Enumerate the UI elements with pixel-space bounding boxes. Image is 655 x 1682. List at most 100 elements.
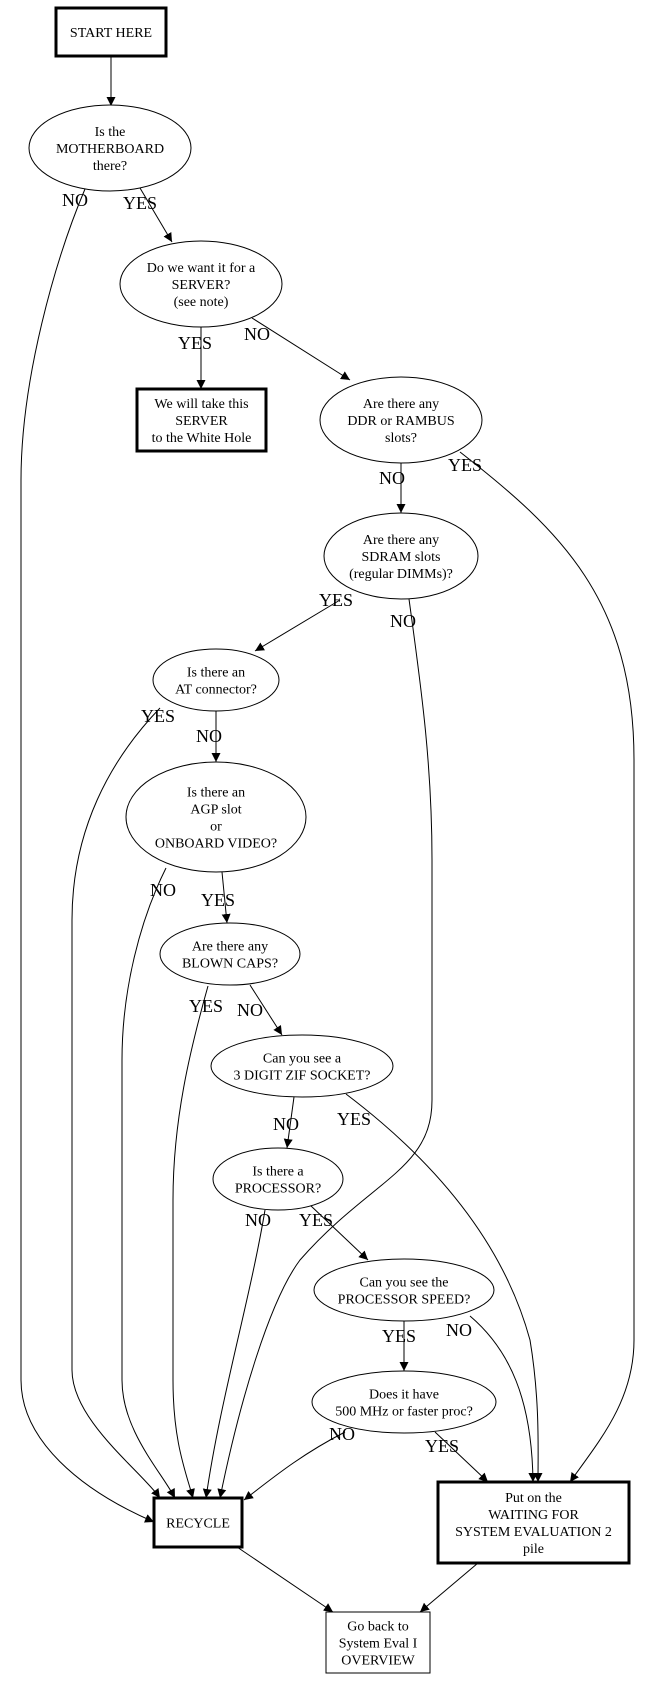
node-text-line: SERVER (175, 414, 228, 429)
decision-ellipse (319, 376, 483, 464)
edge-label-yes: YES (201, 890, 235, 910)
edge-label-yes: YES (425, 1436, 459, 1456)
node-text-line: 500 MHz or faster proc? (335, 1405, 473, 1420)
node-text-line: ONBOARD VIDEO? (155, 837, 277, 852)
decision-ellipse (313, 1258, 495, 1322)
decision-ellipse (323, 512, 479, 600)
terminal-box (436, 1480, 631, 1565)
node-text-line: SDRAM slots (362, 550, 441, 565)
edge-speed-to-waiting (469, 1315, 538, 1483)
node-text-line: Are there any (363, 533, 439, 548)
edge-caps-to-zif (249, 984, 283, 1036)
edge-label-no: NO (329, 1424, 355, 1444)
node-text-line: BLOWN CAPS? (182, 957, 278, 972)
edge-at-to-recycle (71, 707, 161, 1499)
node-text-line: Can you see the (359, 1276, 448, 1291)
node-text-line: Is there an (187, 786, 245, 801)
node-text-line: PROCESSOR SPEED? (338, 1293, 471, 1308)
edge-label-no: NO (150, 880, 176, 900)
edge-label-yes: YES (141, 706, 175, 726)
edge-label-no: NO (273, 1114, 299, 1134)
node-start: START HERE (54, 6, 168, 58)
edge-label-no: NO (390, 611, 416, 631)
edge-processor-to-speed (309, 1204, 369, 1261)
node-text-line: MOTHERBOARD (56, 142, 164, 157)
node-text-line: (regular DIMMs)? (349, 567, 453, 582)
node-text-line: AGP slot (190, 803, 241, 818)
node-text-line: there? (93, 159, 127, 174)
decision-ellipse (125, 761, 307, 873)
node-text-line: 3 DIGIT ZIF SOCKET? (233, 1069, 370, 1084)
node-text-line: Put on the (505, 1491, 562, 1506)
edge-sdram-to-at (254, 599, 341, 652)
node-text-line: DDR or RAMBUS (347, 414, 454, 429)
terminal-box (135, 387, 268, 453)
edge-processor-to-recycle (202, 1209, 266, 1499)
edge-label-no: NO (237, 1000, 263, 1020)
node-text-line: SYSTEM EVALUATION 2 (455, 1525, 612, 1540)
decision-ellipse (311, 1370, 497, 1434)
decision-ellipse (212, 1147, 344, 1211)
edges-layer (20, 56, 635, 1613)
edge-label-no: NO (196, 726, 222, 746)
node-text-line: We will take this (154, 397, 248, 412)
node-text-line: WAITING FOR (488, 1508, 579, 1523)
edge-sdram-to-recycle (217, 598, 433, 1499)
node-text-line: (see note) (174, 295, 229, 310)
edge-agp-to-caps (221, 871, 231, 924)
node-text-line: slots? (385, 431, 417, 446)
edge-label-yes: YES (382, 1326, 416, 1346)
node-zif: Can you see a 3 DIGIT ZIF SOCKET? (210, 1034, 394, 1098)
node-text-line: or (210, 820, 222, 835)
edge-waiting-to-goback (419, 1562, 479, 1613)
edge-motherboard-to-recycle (20, 188, 155, 1523)
edge-recycle-to-goback (236, 1546, 334, 1613)
node-recycle: RECYCLE (152, 1496, 244, 1549)
edge-labels-layer: NO YES YES NO NO YES NO YES YES NO NO YES YES NO NO YES… (62, 190, 482, 1456)
node-text-line: Can you see a (263, 1052, 342, 1067)
node-text-line: PROCESSOR? (235, 1182, 321, 1197)
edge-label-yes: YES (319, 590, 353, 610)
decision-ellipse (119, 240, 283, 328)
node-text-line: START HERE (70, 26, 152, 41)
terminal-box (54, 6, 168, 58)
node-text-line: Do we want it for a (147, 261, 256, 276)
node-text-line: AT connector? (175, 683, 257, 698)
edge-label-yes: YES (299, 1210, 333, 1230)
edge-label-no: NO (379, 468, 405, 488)
node-at: Is there an AT connector? (152, 648, 280, 712)
decision-ellipse (210, 1034, 394, 1098)
edge-mhz-to-recycle (243, 1431, 346, 1501)
node-text-line: Are there any (363, 397, 439, 412)
edge-motherboard-to-server (139, 187, 173, 243)
decision-ellipse (159, 922, 301, 986)
node-text-line: Go back to (347, 1620, 408, 1635)
edge-label-yes: YES (337, 1109, 371, 1129)
edge-label-yes: YES (178, 333, 212, 353)
edge-label-no: NO (244, 324, 270, 344)
decision-ellipse (28, 104, 192, 192)
edge-label-yes: YES (123, 193, 157, 213)
edge-label-yes: YES (189, 996, 223, 1016)
node-text-line: Are there any (192, 940, 268, 955)
decision-ellipse (152, 648, 280, 712)
edge-label-yes: YES (448, 455, 482, 475)
node-text-line: OVERVIEW (341, 1654, 415, 1669)
node-text-line: pile (523, 1542, 544, 1557)
edge-server-to-ddr (251, 317, 351, 381)
edge-label-no: NO (62, 190, 88, 210)
edge-label-no: NO (245, 1210, 271, 1230)
process-box (325, 1611, 431, 1674)
node-text-line: Is there an (187, 666, 245, 681)
